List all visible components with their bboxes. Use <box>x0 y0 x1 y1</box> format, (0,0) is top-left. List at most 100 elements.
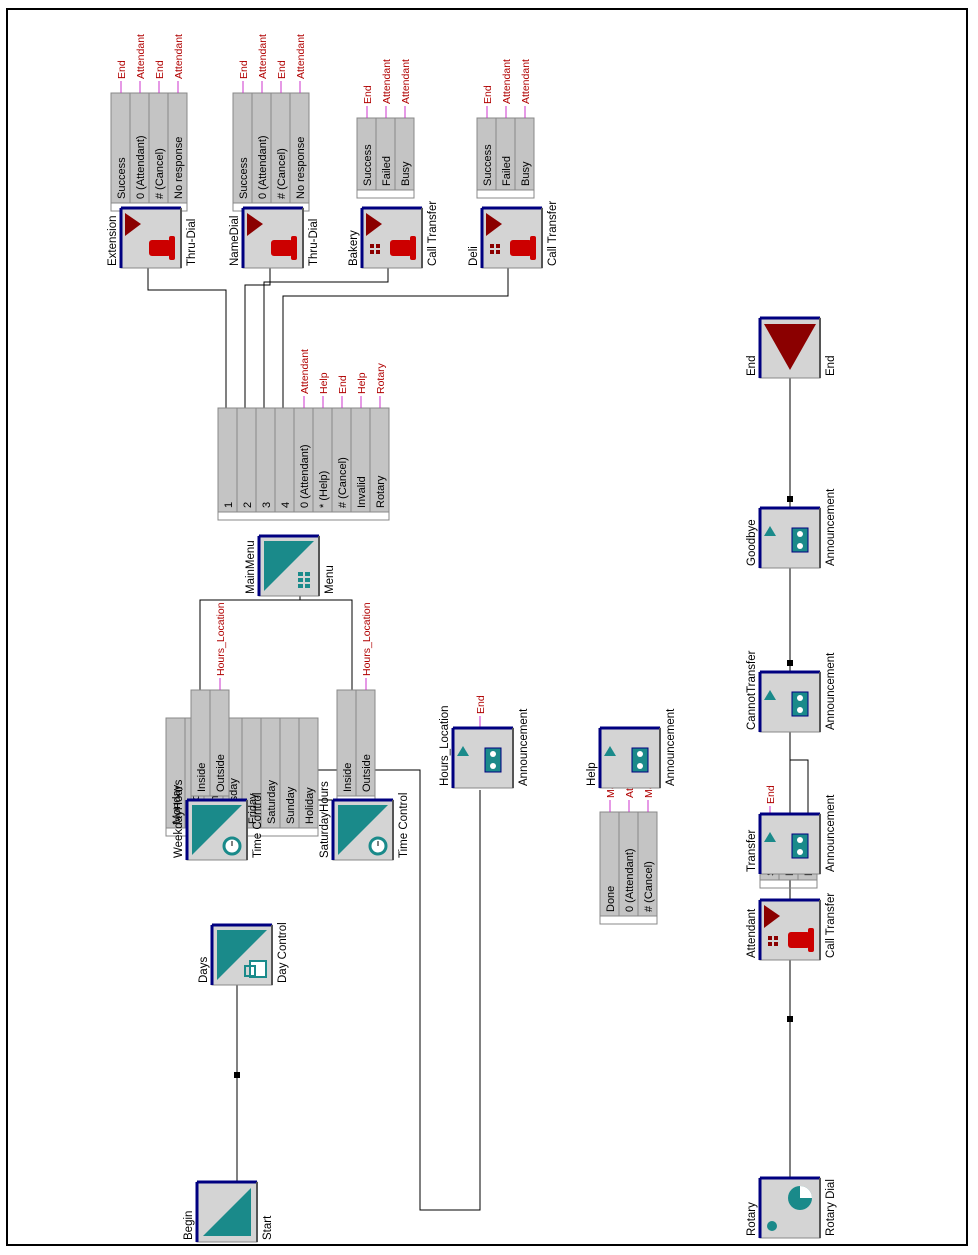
option-cell[interactable] <box>236 407 257 513</box>
node-box[interactable] <box>759 507 821 569</box>
node-type: Announcement <box>665 708 677 786</box>
node-glyph <box>203 1188 251 1236</box>
node-box[interactable] <box>759 671 821 733</box>
option-bracket <box>217 511 390 521</box>
keypad-key <box>496 244 500 248</box>
option-label: Monday <box>171 784 183 824</box>
option-bracket <box>759 879 818 889</box>
cassette-reel <box>797 849 803 855</box>
flag-triangle-icon <box>764 905 780 928</box>
end-triangle-icon <box>764 324 816 370</box>
goto-label: End <box>154 60 166 79</box>
rotary-dial-knob <box>767 1221 777 1231</box>
node-glyph <box>764 526 809 553</box>
cassette-icon <box>484 747 502 773</box>
node-glyph <box>764 690 809 717</box>
cassette-icon <box>791 691 809 717</box>
goto-weekdayhours: Hours_Location <box>215 602 227 690</box>
option-label: 4 <box>280 502 292 508</box>
calendar-icon <box>249 960 267 978</box>
option-label: # (Cancel) <box>337 457 349 508</box>
keypad-key <box>376 250 380 254</box>
option-cell[interactable] <box>217 407 238 513</box>
node-name: Attendant <box>746 908 758 958</box>
option-label: * (Help) <box>318 471 330 508</box>
cassette-reel <box>797 695 803 701</box>
option-label: 0 (Attendant) <box>257 135 269 199</box>
option-label: 1 <box>223 502 235 508</box>
node-help[interactable]: Help Announcement <box>586 708 677 789</box>
node-glyph <box>264 541 314 591</box>
option-label: Friday <box>247 793 259 824</box>
keypad-key <box>376 244 380 248</box>
node-glyph <box>338 805 388 856</box>
option-label: Success <box>238 157 250 199</box>
goto-label: End <box>765 785 777 804</box>
option-label: Inside <box>196 763 208 792</box>
goto-label: Attendant <box>257 34 269 79</box>
goto-label: End <box>116 60 128 79</box>
node-type: Time Control <box>398 793 410 858</box>
option-cell[interactable] <box>255 407 276 513</box>
option-label: Invalid <box>356 476 368 508</box>
node-glyph <box>767 1186 812 1231</box>
option-label: Busy <box>400 161 412 186</box>
option-cell[interactable] <box>274 407 295 513</box>
node-box[interactable] <box>599 727 661 789</box>
telephone-handset <box>808 928 814 952</box>
cassette-icon <box>791 833 809 859</box>
flag-triangle-icon <box>247 213 263 236</box>
goto-label: Hours_Location <box>361 602 373 676</box>
node-glyph <box>366 213 416 260</box>
goto-label: End <box>482 85 494 104</box>
node-glyph <box>457 746 502 773</box>
telephone-handset <box>169 236 175 260</box>
cassette-icon <box>791 527 809 553</box>
option-label: # (Cancel) <box>276 148 288 199</box>
connector-line <box>147 268 227 408</box>
goto-label: End <box>276 60 288 79</box>
node-name: Help <box>586 762 598 786</box>
node-box[interactable] <box>452 727 514 789</box>
node-name: Days <box>198 957 210 983</box>
cassette-reel <box>797 531 803 537</box>
speaker-triangle-icon <box>764 832 776 842</box>
node-type: Call Transfer <box>547 201 559 266</box>
flag-triangle-icon <box>366 213 382 236</box>
connector-line <box>199 599 353 690</box>
cassette-reel <box>797 707 803 713</box>
telephone-icon <box>271 240 293 256</box>
node-name: WeekdayHours <box>173 779 185 858</box>
node-glyph <box>192 805 242 856</box>
telephone-icon <box>390 240 412 256</box>
node-box[interactable] <box>759 813 821 875</box>
node-glyph <box>125 213 175 260</box>
node-name: Hours_Location <box>439 705 451 786</box>
option-bracket <box>599 915 658 925</box>
keypad-key <box>490 250 494 254</box>
keypad-key <box>305 572 310 576</box>
keypad-key <box>370 250 374 254</box>
keypad-key <box>305 578 310 582</box>
calendar-page <box>244 965 256 977</box>
